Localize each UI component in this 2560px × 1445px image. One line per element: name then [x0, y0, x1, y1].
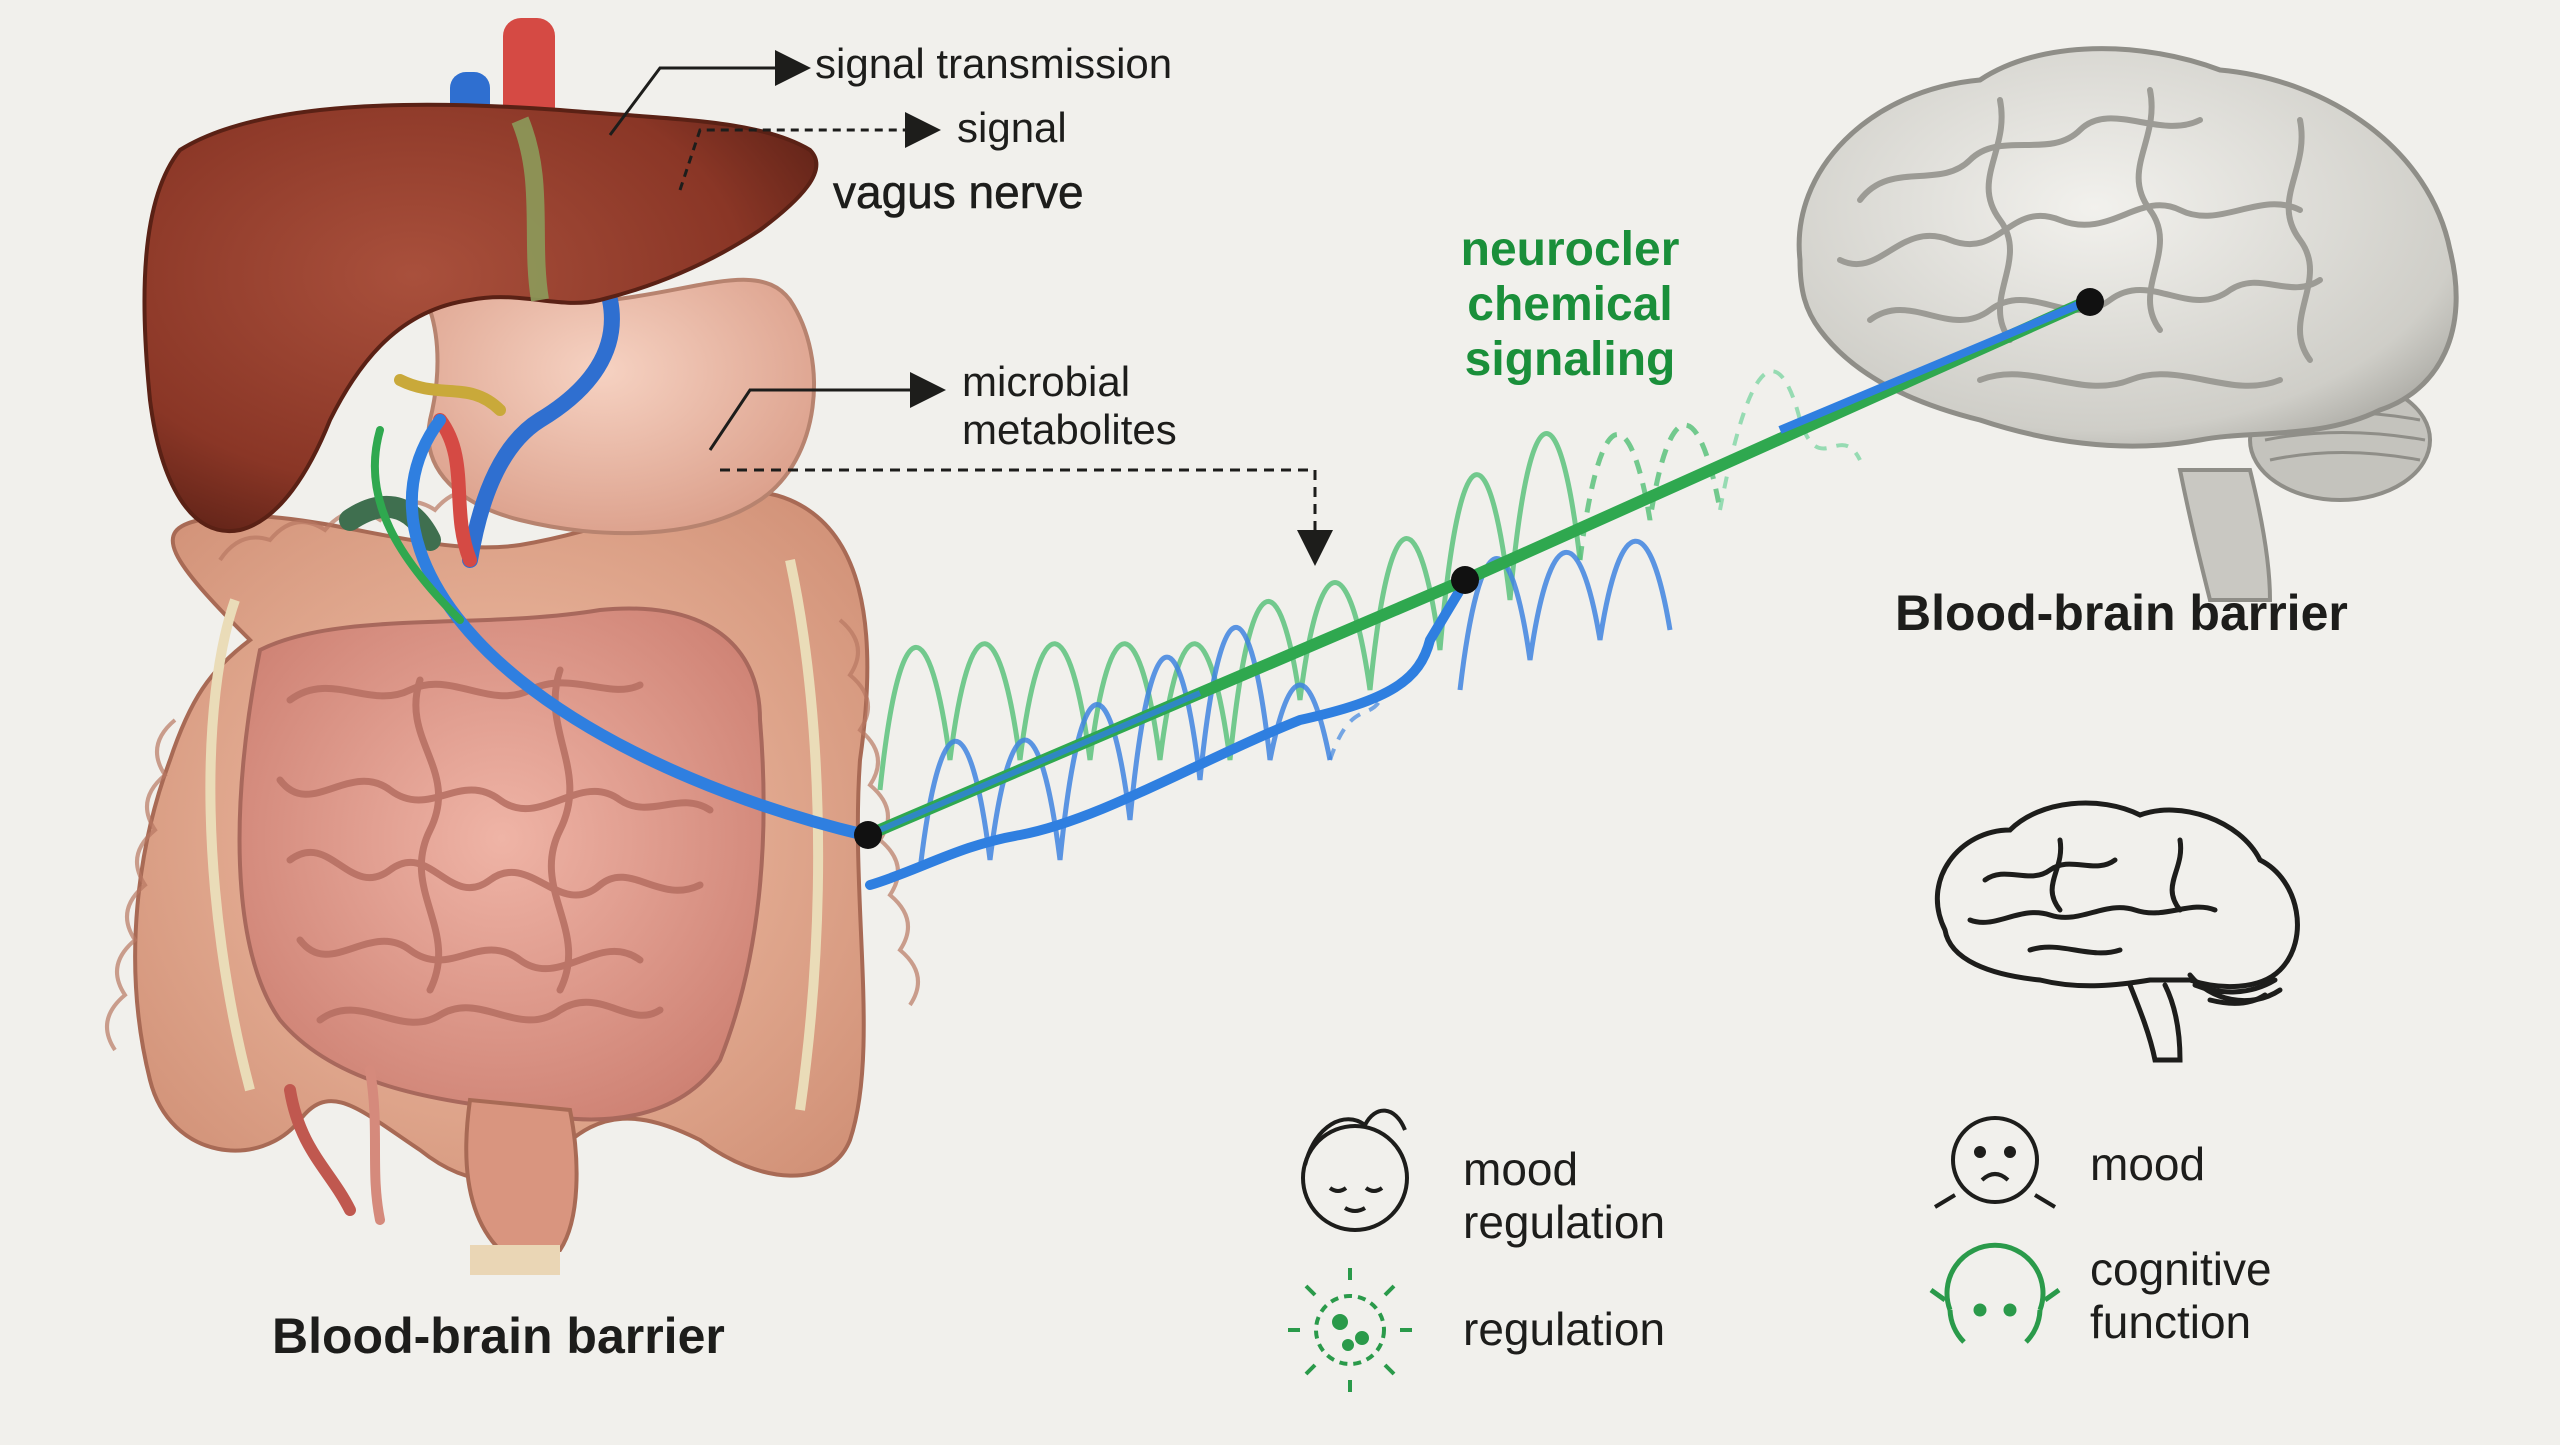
- neuro-label-line1: neurocler: [1460, 223, 1680, 276]
- organs-illustration: [105, 18, 920, 1275]
- gut-node: [854, 821, 882, 849]
- signal-pathways: [370, 288, 2104, 890]
- brain-outline-icon: [1934, 800, 2300, 1063]
- bile-duct: [394, 374, 506, 416]
- colon-band-left: [205, 598, 255, 1092]
- appendix: [284, 1084, 356, 1216]
- microbial-label-line2: metabolites: [962, 406, 1177, 454]
- bbb-label-left: Blood-brain barrier: [272, 1308, 725, 1364]
- signal-waves: [877, 369, 1862, 871]
- cognitive-line1: cognitive: [2090, 1243, 2272, 1295]
- cerebrum: [1796, 46, 2459, 449]
- signal-transmission-label: signal transmission: [815, 40, 1173, 87]
- cognitive-line2: function: [2090, 1295, 2252, 1348]
- mood-regulation-line1: mood: [1463, 1143, 1579, 1195]
- signal-label: signal: [957, 104, 1067, 151]
- annotation-arrows: [608, 50, 1333, 566]
- liver: [142, 102, 819, 534]
- signal-arrow: [678, 112, 941, 191]
- hepatic-artery: [433, 413, 477, 567]
- blue-wave-right: [1457, 538, 1673, 691]
- sad-face-icon: [1933, 1116, 2057, 1209]
- microbe-regulation-icon: [1288, 1268, 1412, 1392]
- portal-vein: [462, 292, 620, 568]
- green-wave-tail: [1718, 369, 1862, 511]
- appendix-tail: [365, 1065, 385, 1225]
- colon-band-right: [785, 558, 824, 1111]
- mood-regulation-line2: regulation: [1463, 1195, 1666, 1248]
- neurochemical-signaling-label: neurocler chemical signaling: [1430, 222, 1710, 388]
- microbial-arrow: [708, 372, 946, 451]
- vagus-path-green: [370, 426, 464, 624]
- falciform-ligament: [511, 116, 549, 302]
- calm-face-icon: [1301, 1108, 1409, 1232]
- gallbladder: [339, 496, 441, 551]
- neuro-label-line2: chemical: [1467, 278, 1673, 332]
- rectum-base: [470, 1245, 560, 1275]
- blue-wave-dashed: [1328, 698, 1382, 761]
- brain-gyri: [1837, 87, 2323, 389]
- rectum: [464, 1097, 579, 1252]
- microbial-metabolites-label: microbial metabolites: [962, 358, 1177, 455]
- cognitive-face-icon: [1929, 1242, 2061, 1344]
- midpoint-node: [1451, 566, 1479, 594]
- blue-wave: [917, 624, 1333, 871]
- main-blue-overlay: [866, 690, 1202, 838]
- vagus-path-blue: [405, 414, 871, 841]
- mood-label: mood: [2090, 1138, 2206, 1190]
- signal-transmission-arrow: [608, 50, 811, 136]
- upper-blue-overlay: [1778, 296, 2092, 434]
- regulation-label: regulation: [1463, 1303, 1666, 1355]
- legend-icons: [1288, 800, 2300, 1392]
- brain-node: [2076, 288, 2104, 316]
- cognitive-function-label: cognitive function: [2090, 1243, 2272, 1349]
- brainstem: [2177, 468, 2273, 602]
- small-intestine: [237, 606, 766, 1122]
- mood-regulation-label: mood regulation: [1463, 1143, 1665, 1249]
- neuro-label-line3: signaling: [1464, 333, 1676, 387]
- brain-illustration: [1796, 46, 2459, 602]
- lower-blue-path: [865, 585, 1465, 890]
- microbial-label-line1: microbial: [962, 358, 1131, 405]
- intestine-loops: [276, 666, 714, 1026]
- green-wave-dashed: [1577, 422, 1723, 561]
- bbb-label-right: Blood-brain barrier: [1895, 585, 2348, 641]
- green-wave: [877, 431, 1583, 791]
- metabolites-dashed-arrow: [720, 468, 1333, 566]
- vagus-nerve-label: vagus nerve: [833, 166, 1084, 219]
